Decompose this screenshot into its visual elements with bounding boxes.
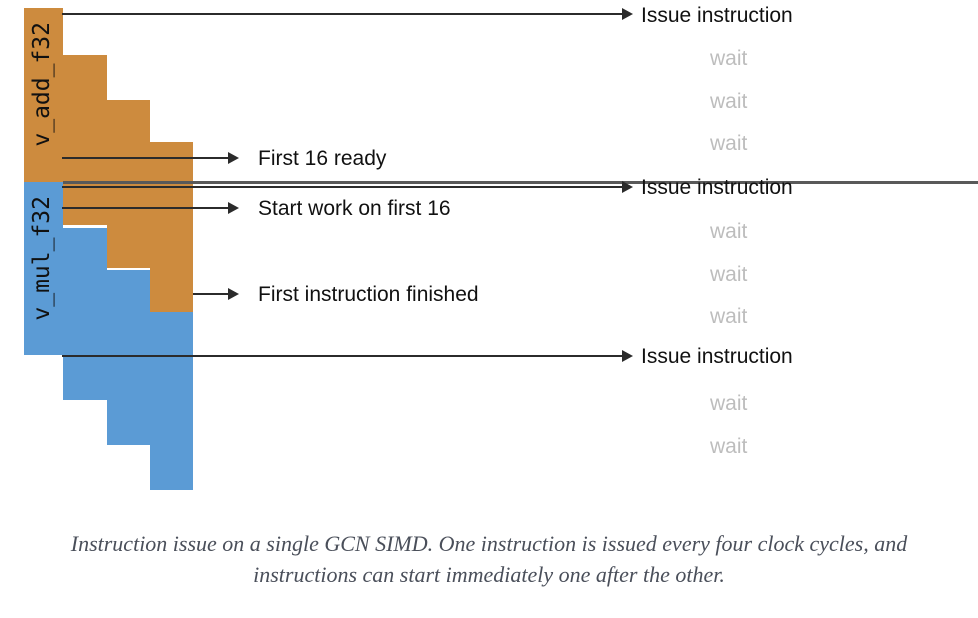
annotation-issue-instruction-1: Issue instruction [641, 4, 793, 27]
bar-v-add-f32-col4 [150, 142, 193, 312]
annotation-wait-7: wait [710, 392, 748, 415]
arrow-head-issue-instruction-2 [622, 181, 633, 193]
annotation-wait-5: wait [710, 263, 748, 286]
annotation-start-work-first-16: Start work on first 16 [258, 197, 451, 220]
arrow-line-first-instruction-finished [193, 293, 233, 295]
arrow-head-first-instruction-finished [228, 288, 239, 300]
arrow-line-issue-instruction-1 [62, 13, 627, 15]
arrow-head-issue-instruction-3 [622, 350, 633, 362]
bar-v-add-f32-col2 [63, 55, 107, 225]
arrow-line-issue-instruction-3 [62, 355, 627, 357]
annotation-wait-6: wait [710, 305, 748, 328]
annotation-first-16-ready: First 16 ready [258, 147, 387, 170]
arrow-head-start-work-first-16 [228, 202, 239, 214]
bar-v-mul-f32-col3 [107, 270, 150, 445]
bar-v-add-f32-col1 [24, 8, 63, 182]
bar-v-add-f32-col3 [107, 100, 150, 268]
arrow-line-start-work-first-16 [62, 207, 233, 209]
annotation-wait-8: wait [710, 435, 748, 458]
instruction-label-v-add-f32: v_add_f32 [29, 22, 55, 147]
annotation-wait-4: wait [710, 220, 748, 243]
annotation-wait-1: wait [710, 47, 748, 70]
annotation-issue-instruction-2: Issue instruction [641, 176, 793, 199]
annotation-wait-2: wait [710, 90, 748, 113]
bar-v-mul-f32-col4 [150, 312, 193, 490]
instruction-label-v-mul-f32: v_mul_f32 [29, 196, 55, 321]
arrow-head-issue-instruction-1 [622, 8, 633, 20]
figure-caption: Instruction issue on a single GCN SIMD. … [70, 531, 908, 587]
annotation-wait-3: wait [710, 132, 748, 155]
bar-v-mul-f32-col2 [63, 228, 107, 400]
bar-v-mul-f32-col1 [24, 182, 63, 355]
annotation-issue-instruction-3: Issue instruction [641, 345, 793, 368]
arrow-head-first-16-ready [228, 152, 239, 164]
annotation-first-instruction-finished: First instruction finished [258, 283, 479, 306]
arrow-line-first-16-ready [62, 157, 233, 159]
divider-instruction-boundary-1 [63, 181, 978, 184]
arrow-line-issue-instruction-2 [62, 186, 627, 188]
